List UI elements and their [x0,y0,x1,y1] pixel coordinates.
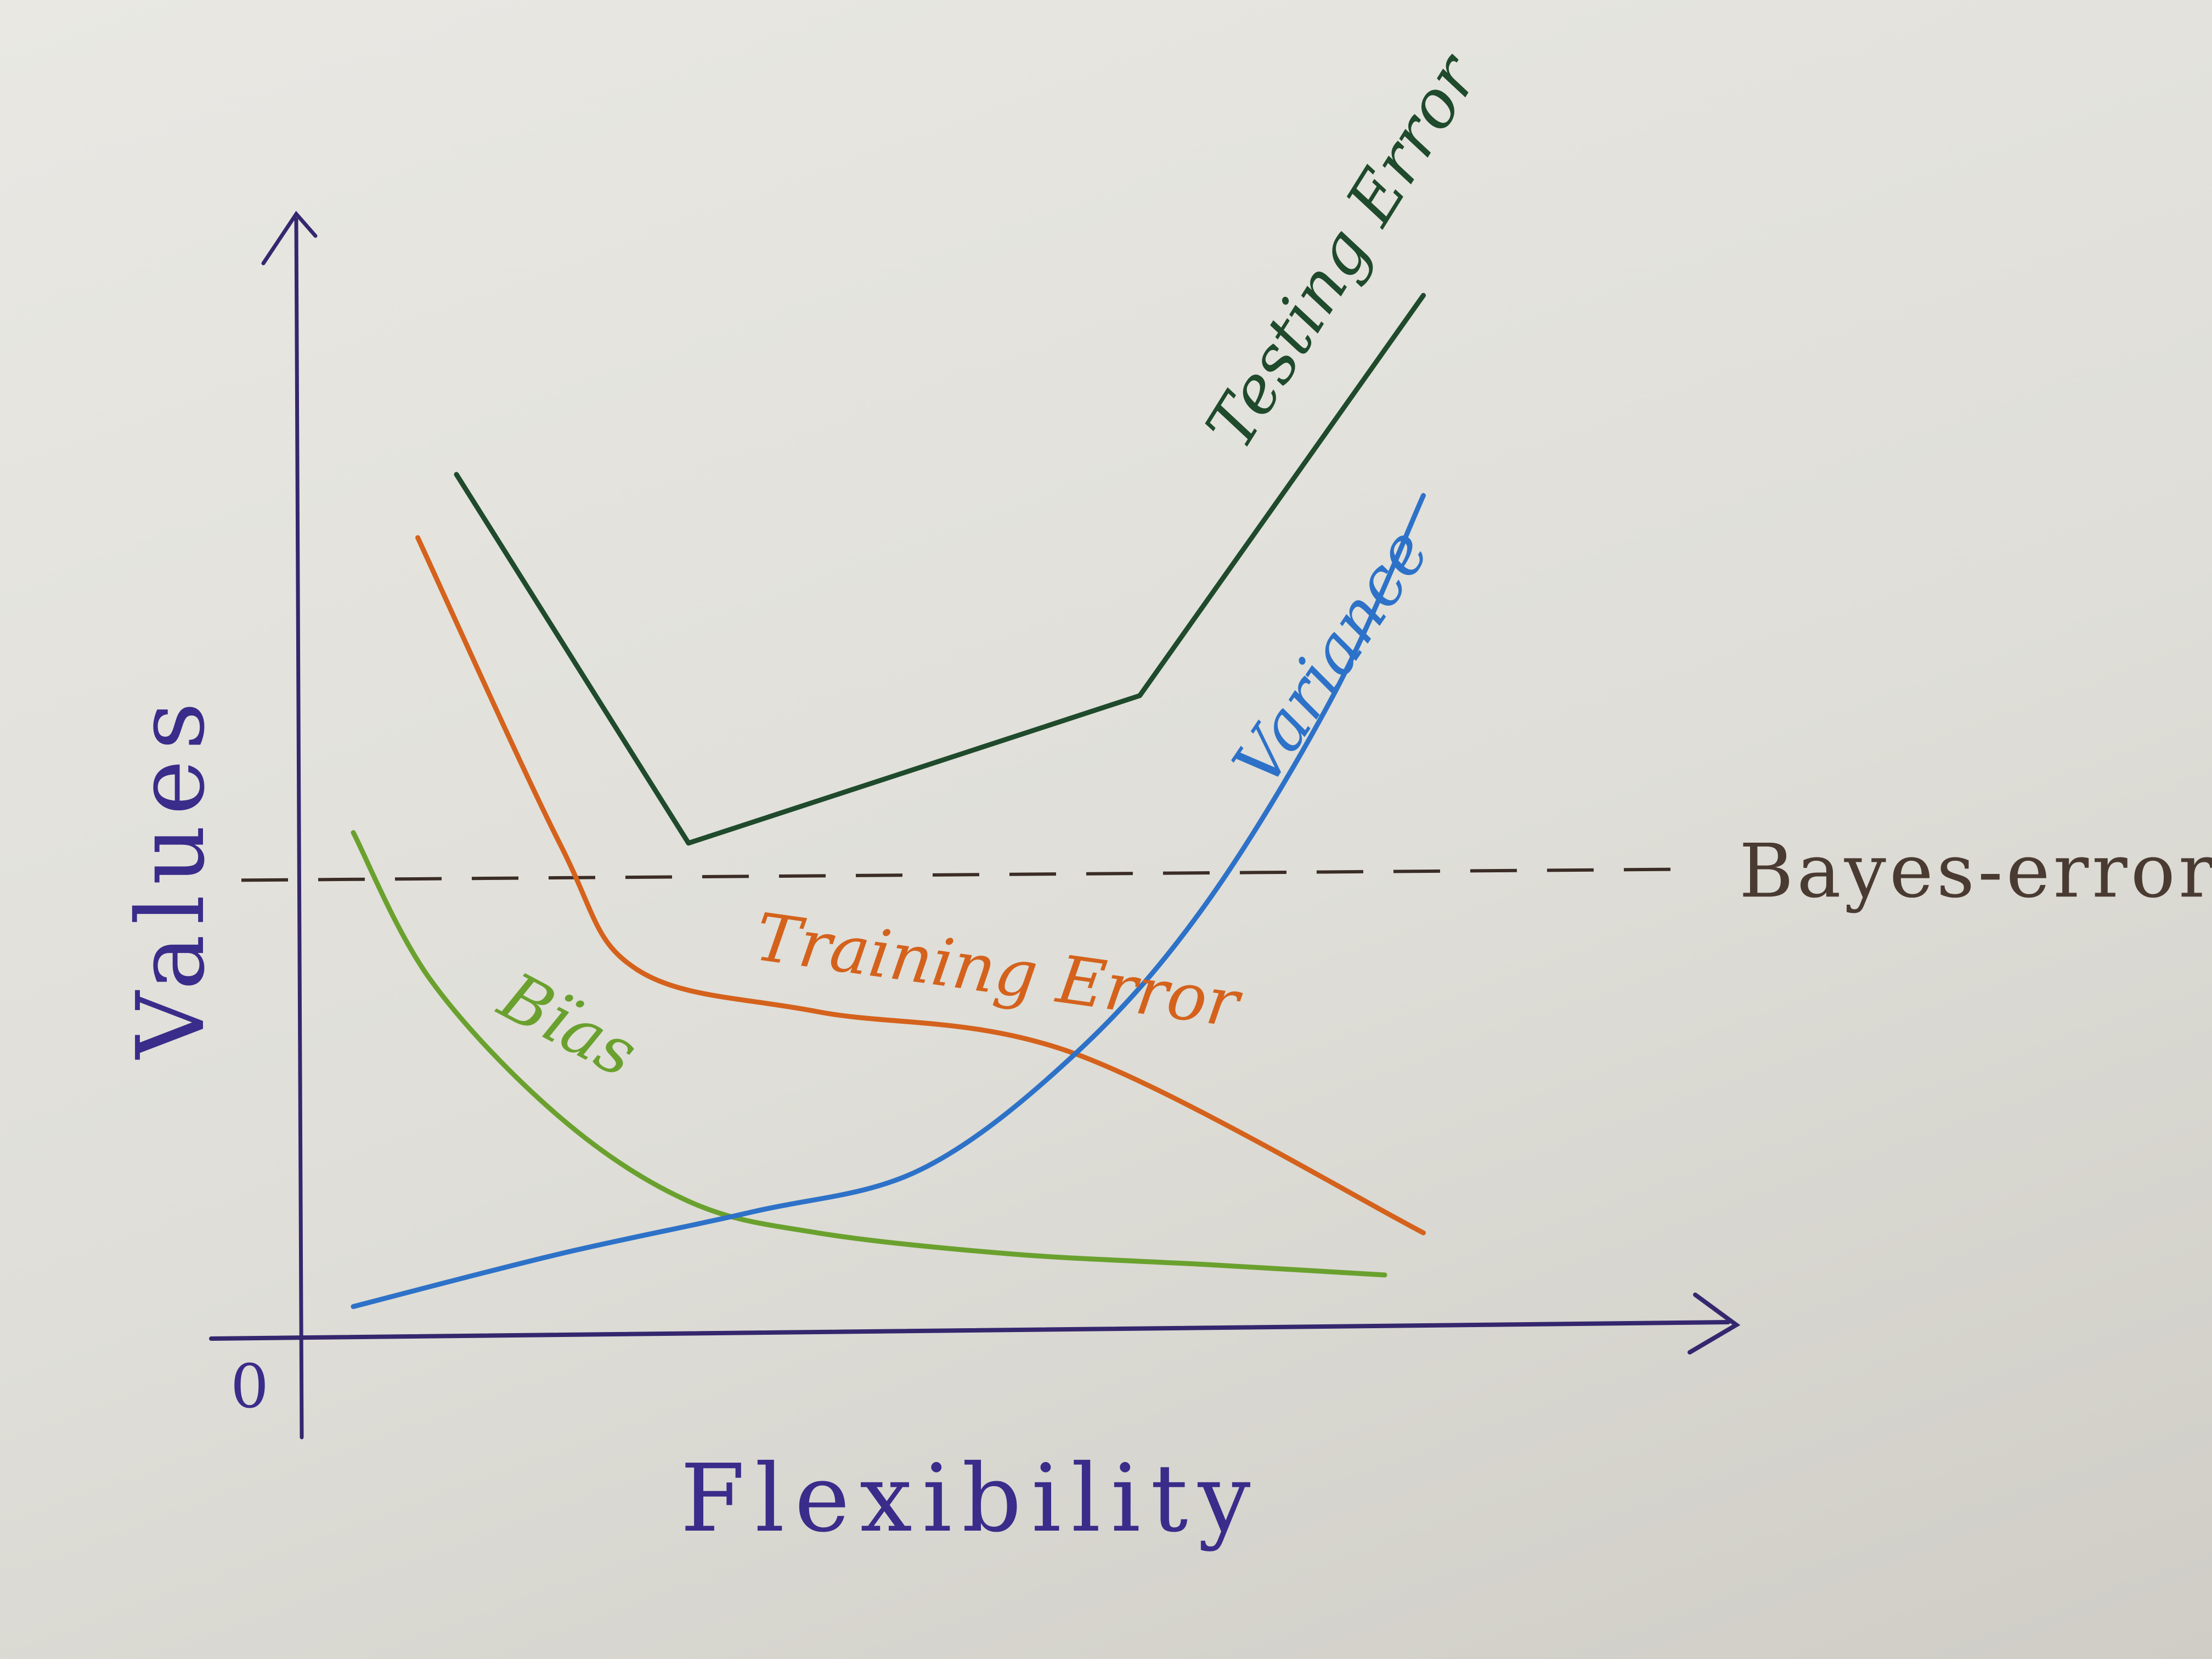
origin-label: 0 [230,1351,279,1421]
series-label-variance: Variance [1218,516,1444,799]
series-label-training-error: Training Error [751,899,1246,1043]
reference-lines: Bayes-error [241,828,2212,914]
series-label-testing-error: Testing Error [1192,40,1495,462]
x-axis [209,1320,1730,1341]
y-axis-arrowhead [261,211,318,266]
y-axis-label: Values [117,692,225,1060]
x-axis-arrowhead [1688,1293,1741,1355]
reference-label-bayes-error: Bayes-error [1739,828,2212,914]
x-axis-label: Flexibility [680,1444,1260,1553]
y-axis [294,217,304,1440]
series-line-testing-error [454,292,1426,846]
series-lines [351,292,1426,1310]
series-line-training-error [415,535,1426,1235]
series-line-variance [351,493,1426,1310]
series-line-b-as [351,830,1387,1278]
reference-line-bayes-error [241,867,1690,882]
